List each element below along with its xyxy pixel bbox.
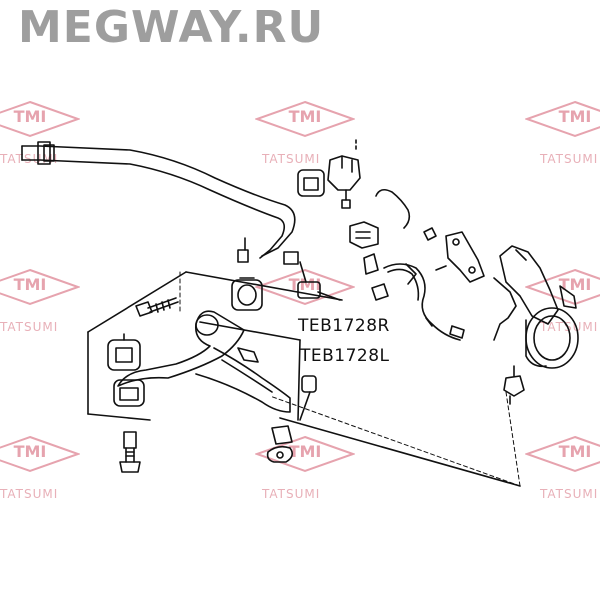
tmi-logo: TMI [0,100,80,138]
lower-control-arm [117,310,291,413]
arm-nut-washer [266,425,294,463]
arm-bolt-upper [135,297,179,317]
lower-arm-bushing-rear [231,277,263,311]
stabilizer-bar [21,141,296,259]
part-number-left: TEB1728L [300,346,390,366]
knuckle-bolt [449,325,465,339]
tmi-logo: TMI [525,100,600,138]
abs-sensor-wiring [349,188,461,341]
tmi-logo: TMI [525,435,600,473]
tmi-logo: TMI [255,100,355,138]
tatsumi-text: TATSUMI [0,487,59,501]
tatsumi-text: TATSUMI [262,152,321,166]
tatsumi-text: TATSUMI [0,152,59,166]
stabilizer-bushing [297,139,361,209]
arm-end-bushing [301,375,317,393]
lower-arm-bushing-front [107,333,145,407]
tmi-logo: TMI [0,435,80,473]
tatsumi-text: TATSUMI [0,320,59,334]
tatsumi-text: TATSUMI [540,152,599,166]
ball-joint [503,365,525,405]
stabilizer-link [283,251,341,301]
lower-arm-frame [87,271,521,487]
tatsumi-text: TATSUMI [540,487,599,501]
tatsumi-text: TATSUMI [540,320,599,334]
site-title: MEGWAY.RU [18,2,325,53]
bar-end-nut [237,237,249,263]
tatsumi-text: TATSUMI [262,487,321,501]
tmi-logo: TMI [0,268,80,306]
part-number-right: TEB1728R [298,316,390,336]
steering-knuckle [493,245,579,369]
tmi-logo: TMI [255,268,355,306]
arm-bolt-lower [119,431,141,473]
sensor-bracket [435,231,485,283]
